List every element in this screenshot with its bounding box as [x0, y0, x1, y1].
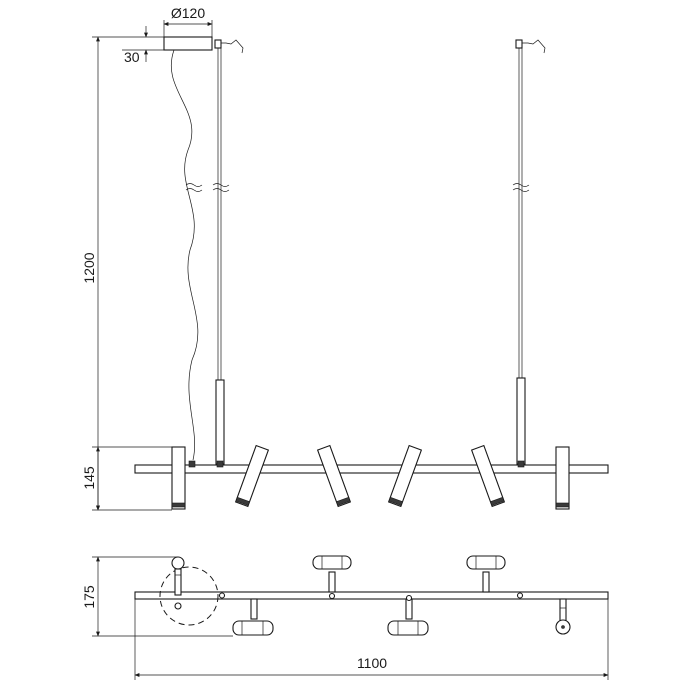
dimension-fixture-height: 145	[81, 446, 172, 511]
plan-view: 175 1100	[81, 555, 609, 680]
plan-end-light-left	[171, 556, 185, 610]
plan-spot-upper-2	[466, 555, 506, 593]
rotation-range-circle	[159, 566, 219, 626]
canopy-diameter-label: Ø120	[171, 5, 205, 21]
overall-height-label: 1200	[81, 252, 97, 283]
dimension-canopy-height: 30	[92, 26, 164, 65]
dimension-overall-length: 1100	[134, 599, 609, 680]
spot-light-2	[316, 444, 352, 508]
main-bar-plan	[134, 591, 609, 600]
suspension-wire-right	[512, 39, 546, 465]
canopy-height-label: 30	[124, 49, 140, 65]
end-light-right	[555, 446, 570, 510]
main-bar-side	[134, 460, 609, 474]
power-cable	[171, 49, 199, 461]
ceiling-canopy	[163, 36, 213, 51]
spot-light-1	[234, 444, 270, 508]
overall-length-label: 1100	[357, 655, 387, 671]
dimension-canopy-diameter: Ø120	[163, 5, 213, 37]
spot-light-4	[470, 444, 506, 508]
dimension-fixture-depth: 175	[81, 556, 233, 637]
cable-break-symbol-left	[185, 183, 203, 192]
plan-spot-lower-2	[387, 594, 429, 636]
fixture-height-label: 145	[81, 466, 97, 490]
dimension-overall-height: 1200	[81, 36, 172, 511]
end-light-left	[171, 446, 186, 510]
plan-spot-lower-1	[232, 598, 274, 636]
plan-spot-upper-1	[312, 555, 352, 600]
spot-light-3	[387, 444, 423, 508]
plan-end-light-right	[555, 598, 571, 635]
suspension-wire-left	[212, 39, 244, 465]
fixture-depth-label: 175	[81, 585, 97, 609]
side-elevation-view: Ø120 30 1200 145	[81, 5, 609, 511]
